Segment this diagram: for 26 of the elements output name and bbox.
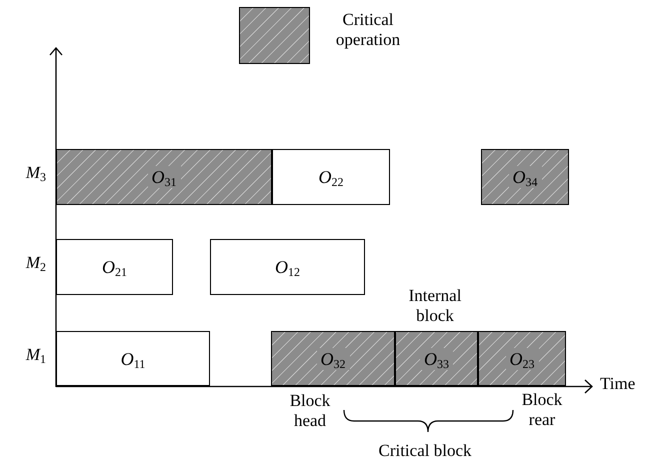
operation-block — [56, 331, 210, 386]
critical-operation-block — [271, 331, 395, 386]
critical-operation-block — [478, 331, 566, 386]
operation-label: O$_{12}$ — [274, 256, 301, 278]
operation-label: O$_{23}$ — [506, 348, 538, 370]
operation-label: O$_{21}$ — [101, 256, 128, 278]
operation-label: O$_{11}$ — [120, 348, 146, 370]
operation-block — [56, 239, 173, 295]
critical-operation-block — [395, 331, 478, 386]
axis-label: Block rear — [520, 390, 564, 430]
axis-label: M$_{3}$ — [24, 163, 46, 183]
axis-label: M$_{1}$ — [24, 345, 46, 365]
critical-operation-block — [481, 149, 569, 205]
operation-label: O$_{34}$ — [508, 166, 542, 188]
operation-block — [272, 149, 390, 205]
operation-label: O$_{32}$ — [316, 348, 350, 370]
legend-text: Critical operation — [334, 10, 402, 50]
axis-label: Block head — [288, 391, 332, 431]
axis-label: Internal block — [408, 286, 462, 326]
critical-operation-block — [56, 149, 272, 205]
operation-block — [210, 239, 365, 295]
axis-label: Critical block — [377, 441, 472, 461]
axis-label: Time — [600, 374, 636, 394]
operation-label: O$_{22}$ — [318, 166, 344, 188]
axis-label: M$_{2}$ — [24, 253, 46, 273]
operation-label: O$_{33}$ — [420, 348, 453, 370]
